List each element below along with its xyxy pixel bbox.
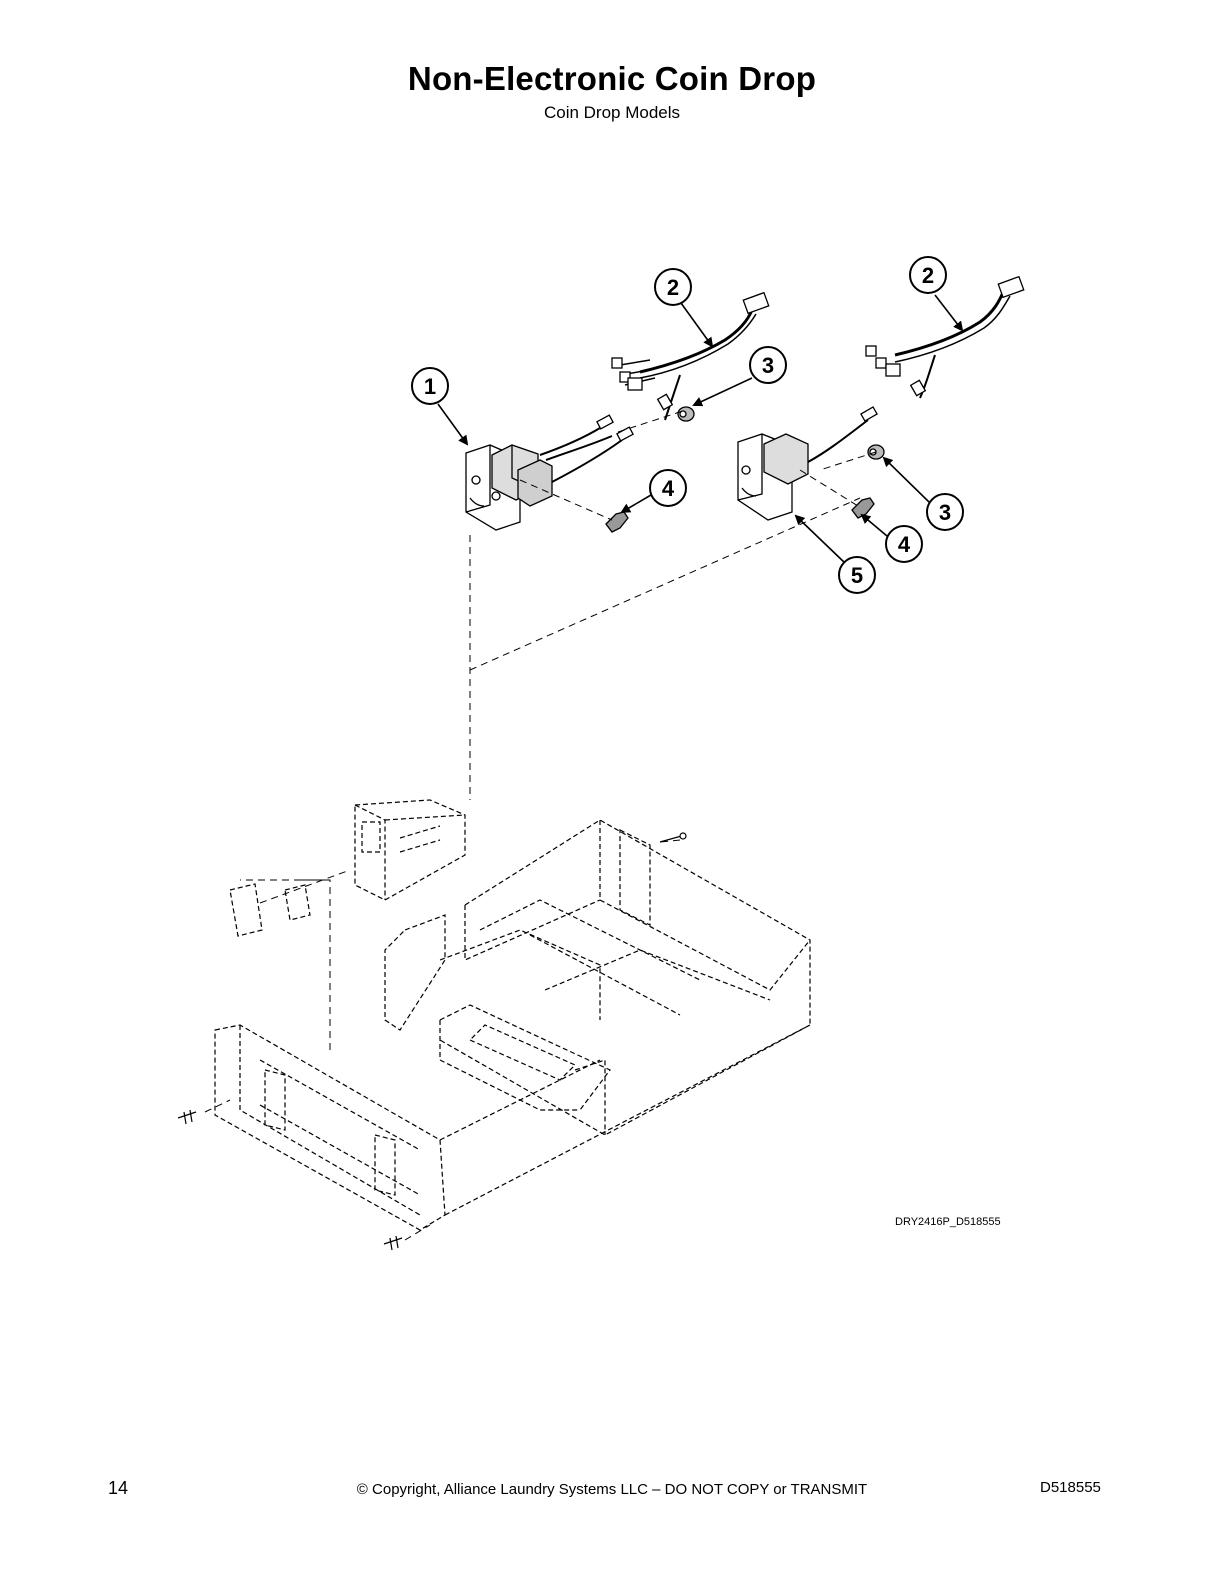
callout-4-left: 4: [649, 469, 687, 507]
svg-text:3: 3: [939, 500, 951, 525]
machine-frame: [214, 799, 811, 1231]
callout-leaders: [437, 294, 964, 565]
callout-5: 5: [838, 556, 876, 594]
svg-text:5: 5: [851, 563, 863, 588]
page-title: Non-Electronic Coin Drop: [407, 60, 817, 97]
svg-text:4: 4: [662, 476, 675, 501]
svg-text:3: 3: [762, 353, 774, 378]
callout-2-left: 2: [654, 268, 692, 306]
page-subtitle: Coin Drop Models: [543, 103, 681, 122]
screw-parts: [177, 832, 687, 1251]
svg-text:2: 2: [667, 275, 679, 300]
callout-balloons: 1 2 3 4 2 3 4 5: [411, 256, 964, 594]
document-number: D518555: [1040, 1479, 1101, 1496]
drawing-id: DRY2416P_D518555: [895, 1216, 1001, 1228]
callout-4-right: 4: [885, 525, 923, 563]
callout-1: 1: [411, 367, 449, 405]
callout-2-right: 2: [909, 256, 947, 294]
svg-text:1: 1: [424, 374, 436, 399]
copyright-notice: © Copyright, Alliance Laundry Systems LL…: [356, 1481, 868, 1498]
nut-part-left: [677, 406, 695, 422]
clip-part-right: [851, 497, 875, 519]
callout-3-right: 3: [926, 493, 964, 531]
alignment-lines: [204, 409, 877, 1241]
clip-part-left: [605, 511, 629, 533]
coin-drop-assembly-right: [737, 406, 878, 521]
wire-harness-left: [611, 291, 770, 421]
callout-3-left: 3: [749, 346, 787, 384]
svg-text:2: 2: [922, 263, 934, 288]
svg-text:4: 4: [898, 532, 911, 557]
coin-drop-assembly-left: [465, 414, 634, 531]
wire-harness-right: [865, 275, 1025, 399]
page-number: 14: [108, 1478, 129, 1498]
